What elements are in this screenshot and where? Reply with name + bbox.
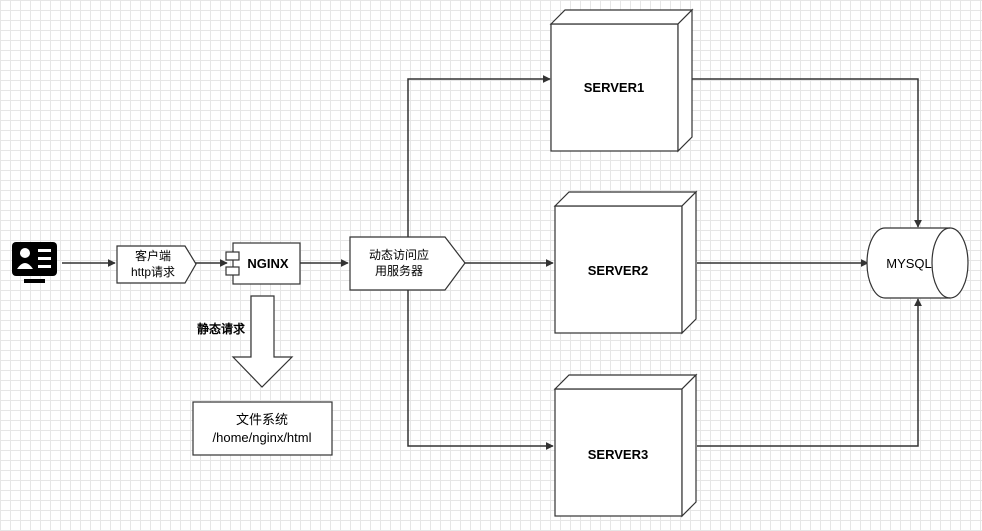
edge-server3-to-mysql	[697, 298, 922, 447]
connectors	[62, 75, 922, 450]
component-icon	[225, 251, 240, 276]
client-label-line2: http请求	[131, 265, 175, 279]
filesystem-label-line1: 文件系统	[236, 412, 288, 427]
edge-app-to-server3	[407, 290, 554, 450]
edge-app-to-server1	[407, 75, 551, 237]
server3-node: SERVER3	[553, 373, 698, 518]
static-request-label: 静态请求	[197, 321, 246, 336]
filesystem-node: 文件系统 /home/nginx/html	[192, 401, 333, 456]
nginx-label: NGINX	[247, 256, 289, 271]
edge-server1-to-mysql	[692, 78, 922, 228]
static-down-arrow	[231, 295, 294, 388]
server1-node: SERVER1	[549, 8, 694, 153]
client-label-line1: 客户端	[135, 248, 171, 263]
app-server-node: 动态访问应 用服务器	[349, 236, 466, 291]
client-request-node: 客户端 http请求	[116, 245, 197, 284]
server2-label: SERVER2	[588, 263, 648, 278]
app-server-label-line2: 用服务器	[375, 263, 423, 278]
user-card-icon	[12, 242, 57, 283]
server1-label: SERVER1	[584, 80, 644, 95]
nginx-node: NGINX	[225, 242, 301, 285]
app-server-label-line1: 动态访问应	[369, 247, 429, 262]
database-cylinder-icon	[866, 227, 969, 299]
mysql-label: MYSQL	[886, 256, 932, 271]
mysql-node: MYSQL	[866, 227, 969, 299]
filesystem-label-line2: /home/nginx/html	[213, 430, 312, 445]
server2-node: SERVER2	[553, 190, 698, 335]
server3-label: SERVER3	[588, 447, 648, 462]
